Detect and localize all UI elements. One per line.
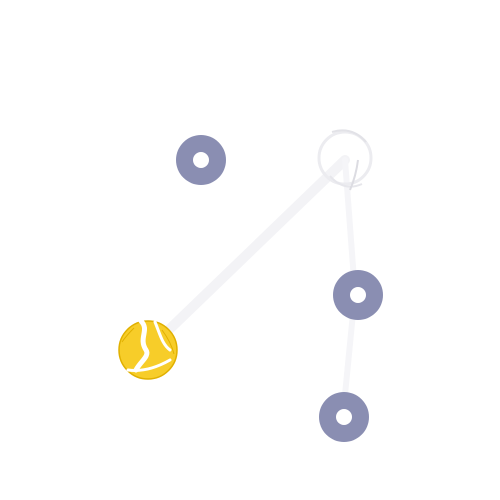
- ring-node-icon[interactable]: [333, 270, 383, 320]
- trajectory-paths: [145, 155, 358, 418]
- ring-node-icon[interactable]: [319, 392, 369, 442]
- ring-node-icon[interactable]: [176, 135, 226, 185]
- path-line-ball-to-ghost: [145, 155, 350, 353]
- ghost-ring-icon: [317, 129, 373, 191]
- cracked-ball-icon[interactable]: [118, 318, 178, 380]
